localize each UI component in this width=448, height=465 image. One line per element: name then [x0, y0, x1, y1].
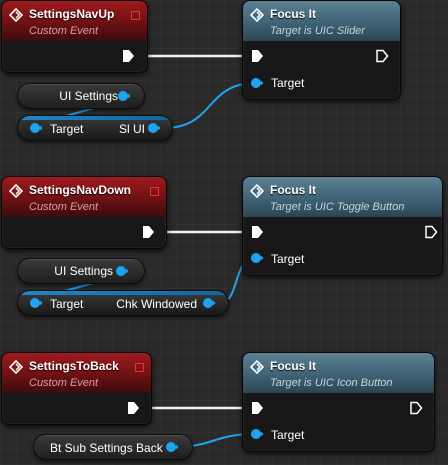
- event-title: SettingsToBack: [29, 359, 119, 373]
- event-node-header: SettingsToBack Custom Event: [2, 353, 151, 393]
- function-diamond-icon: [250, 360, 264, 374]
- event-diamond-icon: [9, 184, 23, 198]
- target-pin-label: Target: [271, 76, 305, 90]
- event-subtitle: Custom Event: [29, 377, 99, 389]
- function-node-header: Focus It Target is UIC Icon Button: [243, 353, 434, 393]
- delegate-pin-icon[interactable]: [135, 363, 144, 372]
- delegate-pin-icon[interactable]: [150, 187, 159, 196]
- function-node-focus-it-toggle[interactable]: Focus It Target is UIC Toggle Button: [242, 176, 443, 276]
- function-node-header: Focus It Target is UIC Slider: [243, 1, 400, 41]
- event-subtitle: Custom Event: [29, 25, 99, 37]
- cast-node-chk-windowed[interactable]: Target Chk Windowed: [17, 290, 229, 316]
- exec-out-pin[interactable]: [141, 225, 155, 239]
- delegate-pin-icon[interactable]: [131, 11, 140, 20]
- event-diamond-icon: [9, 8, 23, 22]
- function-title: Focus It: [270, 183, 317, 197]
- cast-header-band: [18, 291, 228, 295]
- cast-target-label: Target: [50, 297, 84, 311]
- cast-out-pin[interactable]: [147, 122, 161, 134]
- function-node-focus-it-slider[interactable]: Focus It Target is UIC Slider: [242, 0, 401, 100]
- function-title: Focus It: [270, 7, 317, 21]
- variable-out-pin[interactable]: [117, 90, 131, 102]
- cast-header-band: [18, 116, 172, 120]
- event-node-header: SettingsNavUp Custom Event: [2, 1, 147, 41]
- variable-label: Bt Sub Settings Back: [50, 441, 163, 455]
- exec-out-pin[interactable]: [424, 225, 438, 239]
- function-node-header: Focus It Target is UIC Toggle Button: [243, 177, 442, 217]
- function-subtitle: Target is UIC Icon Button: [270, 377, 393, 389]
- function-title: Focus It: [270, 359, 317, 373]
- exec-in-pin[interactable]: [250, 401, 264, 415]
- exec-out-pin[interactable]: [121, 49, 135, 63]
- exec-in-pin[interactable]: [250, 49, 264, 63]
- function-diamond-icon: [250, 8, 264, 22]
- exec-in-pin[interactable]: [250, 225, 264, 239]
- exec-out-pin[interactable]: [375, 49, 389, 63]
- event-diamond-icon: [9, 360, 23, 374]
- target-in-pin[interactable]: [250, 252, 264, 264]
- event-node-settings-to-back[interactable]: SettingsToBack Custom Event: [1, 352, 152, 425]
- cast-target-in-pin[interactable]: [29, 122, 43, 134]
- variable-label: UI Settings: [54, 264, 113, 278]
- target-pin-label: Target: [271, 428, 305, 442]
- variable-label: UI Settings: [59, 89, 118, 103]
- event-node-header: SettingsNavDown Custom Event: [2, 177, 166, 217]
- exec-out-pin[interactable]: [126, 401, 140, 415]
- exec-out-pin[interactable]: [409, 401, 423, 415]
- cast-target-label: Target: [50, 122, 84, 136]
- function-subtitle: Target is UIC Toggle Button: [270, 201, 405, 213]
- variable-out-pin[interactable]: [115, 265, 129, 277]
- event-node-settings-nav-down[interactable]: SettingsNavDown Custom Event: [1, 176, 167, 249]
- cast-out-pin[interactable]: [202, 297, 216, 309]
- event-title: SettingsNavUp: [29, 7, 115, 21]
- target-in-pin[interactable]: [250, 77, 264, 89]
- target-pin-label: Target: [271, 252, 305, 266]
- variable-node-bt-sub-settings-back[interactable]: Bt Sub Settings Back: [33, 434, 193, 460]
- cast-target-in-pin[interactable]: [29, 297, 43, 309]
- event-node-settings-nav-up[interactable]: SettingsNavUp Custom Event: [1, 0, 148, 73]
- event-title: SettingsNavDown: [29, 183, 132, 197]
- variable-out-pin[interactable]: [165, 441, 179, 453]
- target-in-pin[interactable]: [250, 428, 264, 440]
- event-subtitle: Custom Event: [29, 201, 99, 213]
- function-node-focus-it-icon-button[interactable]: Focus It Target is UIC Icon Button: [242, 352, 435, 452]
- function-diamond-icon: [250, 184, 264, 198]
- cast-output-label: Chk Windowed: [116, 297, 197, 311]
- function-subtitle: Target is UIC Slider: [270, 25, 365, 37]
- cast-output-label: Sl UI: [118, 122, 145, 136]
